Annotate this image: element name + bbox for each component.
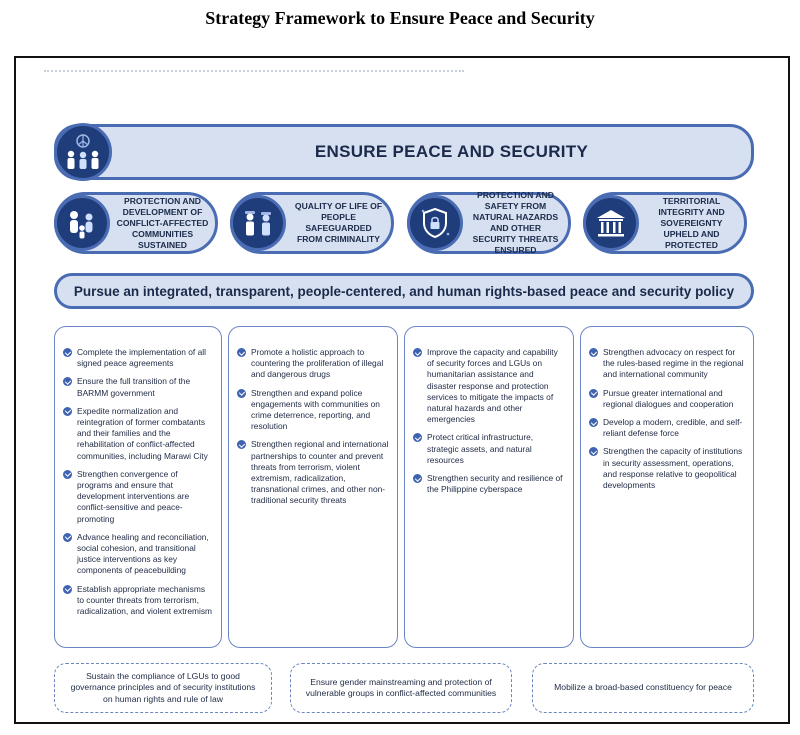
list-item: Expedite normalization and reintegration… [63, 406, 213, 462]
list-item: Strengthen and expand police engagements… [237, 388, 389, 433]
outcome-1-label: PROTECTION AND DEVELOPMENT OF CONFLICT-A… [116, 195, 209, 250]
outcome-2-label: QUALITY OF LIFE OF PEOPLE SAFEGUARDED FR… [294, 201, 383, 244]
community-family-icon [54, 195, 110, 251]
enabler-1: Sustain the compliance of LGUs to good g… [54, 663, 272, 713]
police-officers-icon [230, 195, 286, 251]
list-item: Ensure the full transition of the BARMM … [63, 376, 213, 398]
list-item: Improve the capacity and capability of s… [413, 347, 565, 425]
check-circle-icon [413, 474, 422, 484]
check-circle-icon [63, 406, 72, 416]
outcome-4-banner: TERRITORIAL INTEGRITY AND SOVEREIGNTY UP… [583, 192, 747, 254]
page-title: Strategy Framework to Ensure Peace and S… [205, 8, 595, 28]
list-item: Complete the implementation of all signe… [63, 347, 213, 369]
outcome-2-banner: QUALITY OF LIFE OF PEOPLE SAFEGUARDED FR… [230, 192, 394, 254]
outcome-3-label: PROTECTION AND SAFETY FROM NATURAL HAZAR… [472, 190, 559, 255]
actions-box-1: Complete the implementation of all signe… [54, 326, 222, 648]
check-circle-icon [63, 584, 72, 594]
list-item: Pursue greater international and regiona… [589, 388, 745, 410]
check-circle-icon [237, 348, 246, 357]
check-circle-icon [413, 348, 422, 357]
main-goal-label: ENSURE PEACE AND SECURITY [314, 142, 589, 161]
list-item: Protect critical infrastructure, strateg… [413, 432, 565, 466]
enabler-2: Ensure gender mainstreaming and protecti… [290, 663, 512, 713]
list-item: Develop a modern, credible, and self-rel… [589, 417, 745, 439]
check-circle-icon [589, 418, 598, 428]
actions-box-3: Improve the capacity and capability of s… [404, 326, 574, 648]
check-circle-icon [63, 348, 72, 357]
check-circle-icon [63, 377, 72, 387]
enabler-3: Mobilize a broad-based constituency for … [532, 663, 754, 713]
check-circle-icon [63, 469, 72, 479]
list-item: Advance healing and reconciliation, soci… [63, 532, 213, 577]
framework-frame: ENSURE PEACE AND SECURITY PROTECTION AND… [14, 56, 790, 724]
outcome-4-label: TERRITORIAL INTEGRITY AND SOVEREIGNTY UP… [658, 195, 725, 250]
government-building-icon [583, 195, 639, 251]
peace-security-people-icon [54, 123, 112, 181]
list-item: Strengthen convergence of programs and e… [63, 469, 213, 525]
main-goal-banner: ENSURE PEACE AND SECURITY [54, 123, 754, 181]
check-circle-icon [237, 388, 246, 398]
actions-box-4: Strengthen advocacy on respect for the r… [580, 326, 754, 648]
strategy-banner: Pursue an integrated, transparent, peopl… [54, 273, 754, 309]
list-item: Strengthen the capacity of institutions … [589, 446, 745, 491]
list-item: Establish appropriate mechanisms to coun… [63, 584, 213, 618]
outcome-3-banner: PROTECTION AND SAFETY FROM NATURAL HAZAR… [407, 190, 571, 255]
check-circle-icon [589, 447, 598, 457]
list-item: Strengthen advocacy on respect for the r… [589, 347, 745, 381]
check-circle-icon [237, 440, 246, 450]
faint-caption-line [44, 70, 464, 74]
check-circle-icon [63, 532, 72, 542]
list-item: Promote a holistic approach to counterin… [237, 347, 389, 381]
list-item: Strengthen regional and international pa… [237, 439, 389, 506]
cybersecurity-shield-icon [407, 195, 463, 251]
check-circle-icon [589, 388, 598, 398]
outcome-1-banner: PROTECTION AND DEVELOPMENT OF CONFLICT-A… [54, 192, 218, 254]
list-item: Strengthen security and resilience of th… [413, 473, 565, 495]
check-circle-icon [413, 433, 422, 443]
strategy-label: Pursue an integrated, transparent, peopl… [73, 283, 735, 299]
check-circle-icon [589, 348, 598, 357]
actions-box-2: Promote a holistic approach to counterin… [228, 326, 398, 648]
